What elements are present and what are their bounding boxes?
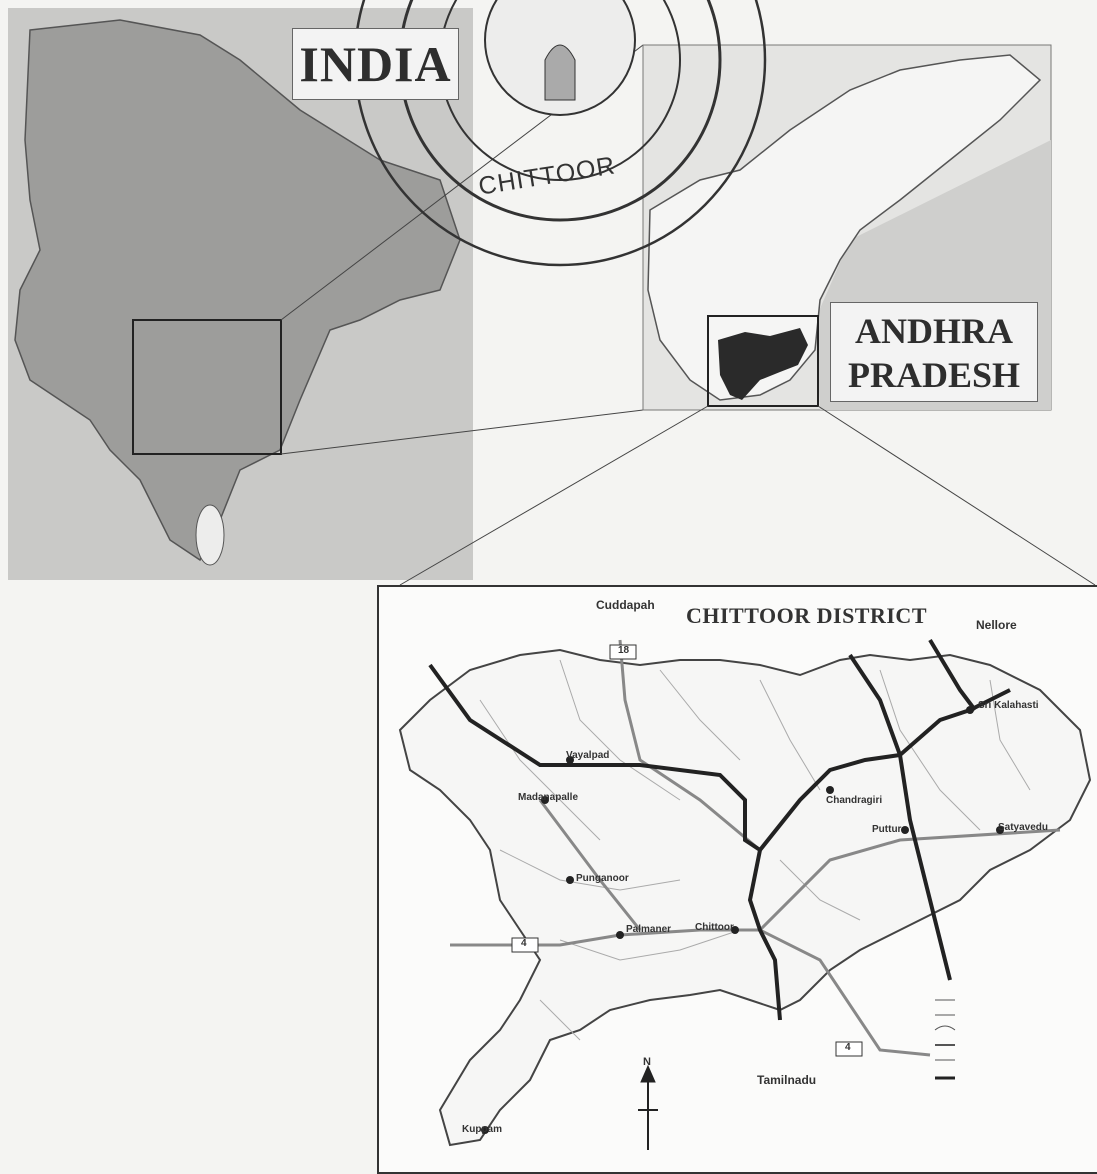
town-label: Vayalpad — [566, 750, 610, 761]
town-label: Madanapalle — [518, 792, 579, 803]
ap-title-line1: ANDHRA — [855, 311, 1013, 351]
neighbor-south-label: Tamilnadu — [757, 1073, 817, 1087]
district-outline — [398, 648, 1092, 1147]
mandal-boundaries — [479, 659, 1031, 1041]
chittoor-highlight — [718, 328, 808, 400]
town-label: Sri Kalahasti — [978, 700, 1039, 711]
nh4-west-label: 4 — [521, 938, 527, 949]
seal-lion-emblem — [544, 44, 576, 101]
north-arrow-label: N — [643, 1056, 651, 1068]
ap-title-line2: PRADESH — [847, 355, 1021, 395]
north-arrow — [638, 1064, 658, 1150]
nh4-shield-west — [511, 937, 539, 953]
town-markers — [481, 706, 1004, 1134]
andhra-pradesh-title: ANDHRA PRADESH — [830, 302, 1038, 402]
town-label: Chittoor — [695, 922, 734, 933]
town-label: Satyavedu — [998, 822, 1049, 833]
railway-lines — [428, 638, 1011, 1021]
neighbor-north-label: Cuddapah — [596, 598, 655, 612]
major-roads — [450, 639, 1061, 1057]
town-label: Chandragiri — [826, 795, 883, 806]
nh18-shield — [609, 644, 637, 660]
ap-state-outline — [647, 54, 1042, 401]
town-label: Palmaner — [626, 924, 672, 935]
town-label: Kuppam — [462, 1124, 502, 1135]
sri-lanka — [195, 504, 225, 566]
nh4-east-label: 4 — [845, 1042, 851, 1053]
nh4-shield-east — [835, 1041, 863, 1057]
town-label: Punganoor — [576, 873, 629, 884]
district-title: CHITTOOR DISTRICT — [686, 603, 927, 628]
india-outline — [14, 19, 461, 562]
neighbor-northeast-label: Nellore — [976, 618, 1017, 632]
india-inset-rect — [132, 319, 282, 455]
town-label: Puttur — [872, 824, 902, 835]
ap-inset-rect — [707, 315, 819, 407]
india-title: INDIA — [292, 28, 459, 100]
nh18-label: 18 — [618, 645, 630, 656]
legend — [934, 999, 956, 1080]
